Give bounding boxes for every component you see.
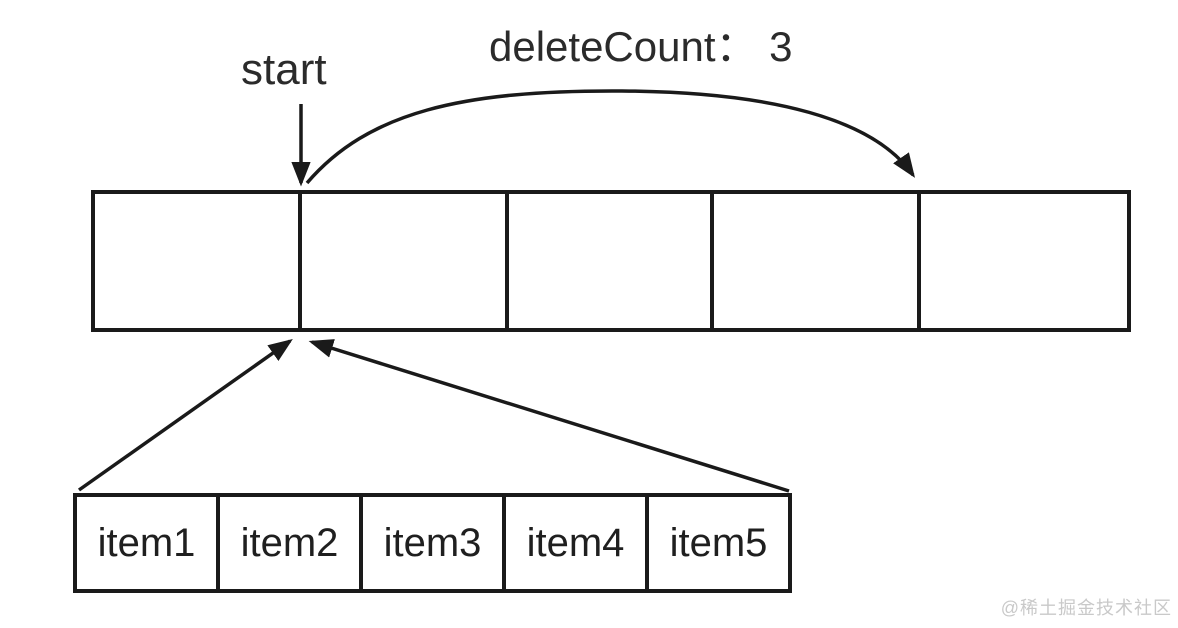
item-cell: item5 [669,521,768,565]
item-cell: item3 [363,497,506,589]
insert-items-array: item1 item2 item3 item4 item5 [73,493,792,593]
cell-divider [710,194,714,328]
cell-divider [505,194,509,328]
cell-divider [917,194,921,328]
start-label: start [241,45,327,94]
item-cell: item2 [220,497,363,589]
cell-divider [298,194,302,328]
delete-range-arrow [305,89,916,185]
funnel-left-line [77,338,293,492]
watermark: @稀土掘金技术社区 [1000,598,1172,618]
item-cell: item1 [77,497,220,589]
delete-count-label: deleteCount： 3 [489,23,793,70]
funnel-right-line [308,339,790,493]
target-array [91,190,1131,332]
item-cell: item4 [506,497,649,589]
